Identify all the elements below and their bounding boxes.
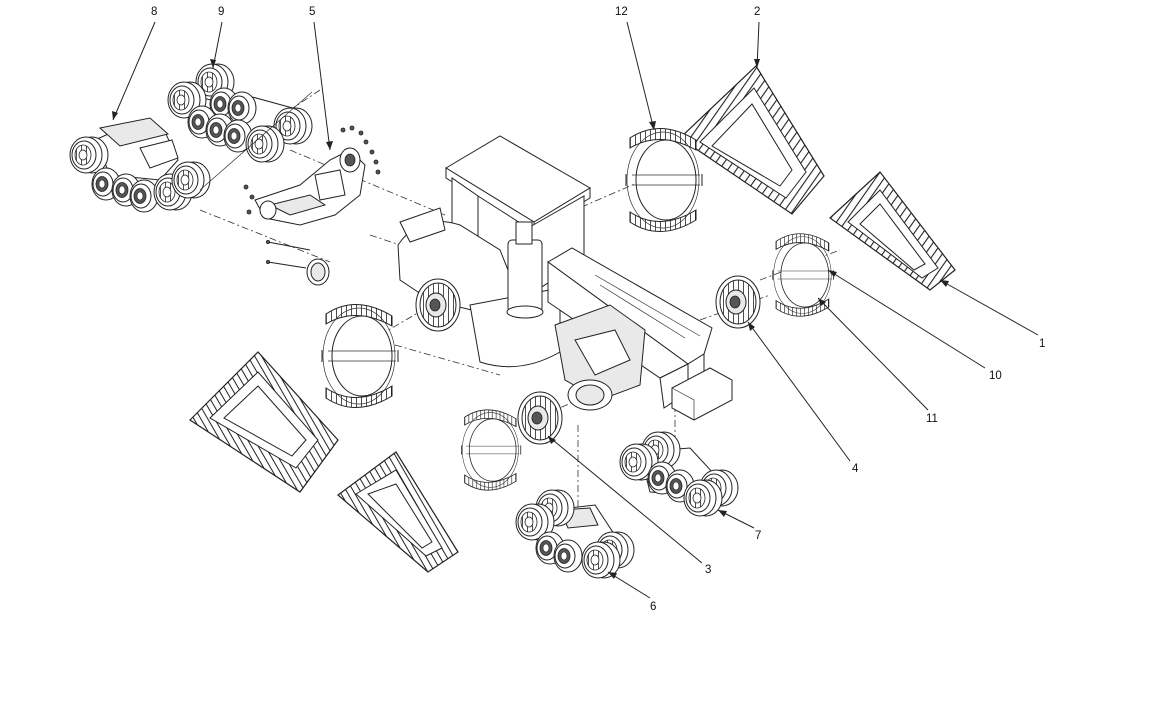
callout-2: 2 [754,6,761,18]
bogie-assembly-6 [515,489,635,579]
callout-9: 9 [218,6,225,18]
drive-drum-3 [461,409,522,491]
pin-and-cap [265,239,330,286]
callout-5: 5 [309,6,316,18]
callout-12: 12 [615,6,628,18]
callout-10: 10 [989,370,1002,382]
drive-drum-10 [772,233,834,317]
bogie-assembly-9 [167,63,313,191]
track-belt-2 [679,65,825,215]
drive-drum-12 [625,127,703,233]
track-belt-1 [829,171,956,291]
track-belt-lower-left-b [337,451,459,573]
hub-3 [517,391,563,445]
callout-1: 1 [1039,338,1046,350]
bogie-assembly-7 [619,431,739,517]
callout-8: 8 [151,6,158,18]
callout-7: 7 [755,530,762,542]
callout-4: 4 [852,463,859,475]
callout-11: 11 [926,413,938,425]
bogie-assembly-8 [69,117,211,213]
mounting-frame-5 [243,125,381,226]
callout-6: 6 [650,601,657,613]
track-belt-lower-left-a [189,351,339,493]
fastener-bolts [243,125,381,215]
hub-4 [715,275,761,329]
drive-drum-lower-left [321,303,399,409]
tractor-body [397,135,733,421]
callout-3: 3 [705,564,712,576]
leader-lines [112,21,1039,599]
